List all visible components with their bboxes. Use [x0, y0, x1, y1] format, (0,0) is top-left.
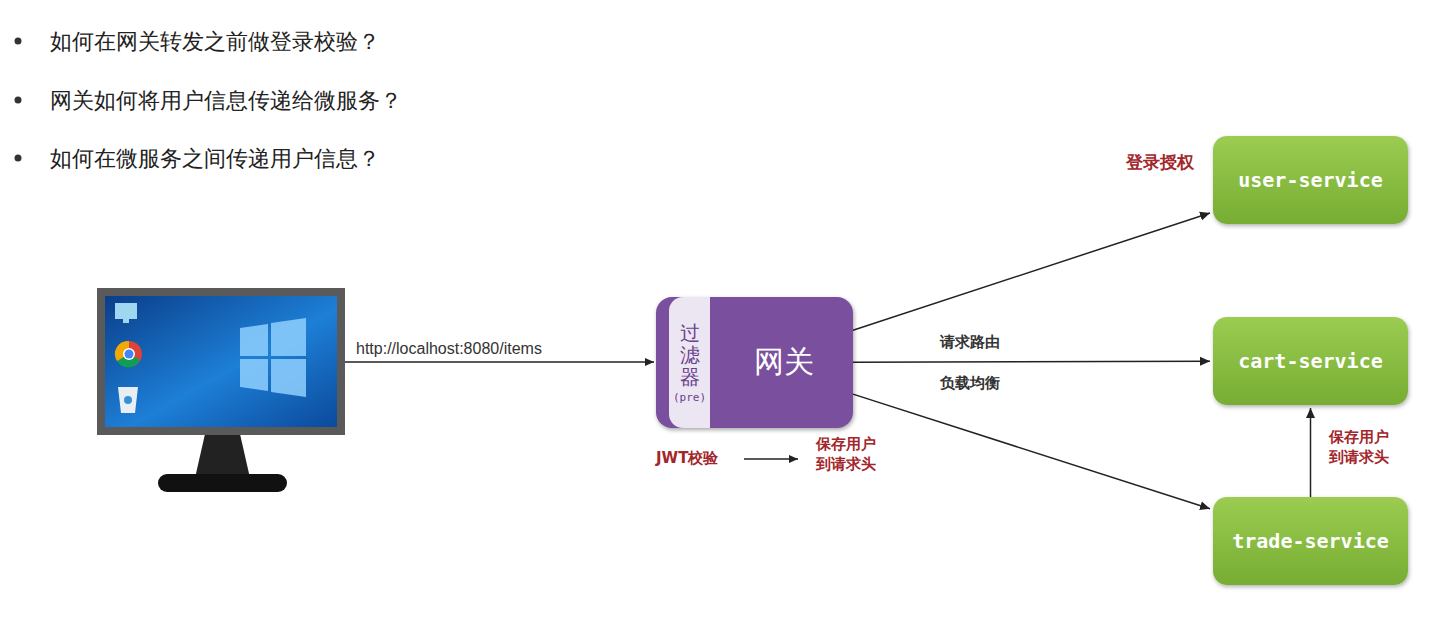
- edge-note: 负载均衡: [940, 374, 1000, 393]
- filter-strip: 过滤器 (pre): [669, 297, 710, 428]
- node-note: (pre): [673, 391, 706, 404]
- node-title: 过滤器: [680, 322, 700, 388]
- step-label: 保存用户 到请求头: [811, 435, 880, 474]
- url-label: http://localhost:8080/items: [354, 340, 544, 358]
- connector-arrow: [853, 394, 1210, 509]
- step-label: 保存用户 到请求头: [1324, 428, 1393, 467]
- connector-arrow: [1310, 408, 1312, 497]
- step-arrow: [744, 458, 798, 460]
- service-box: user-service: [1213, 136, 1408, 224]
- bullet: [15, 38, 22, 45]
- step-label: JWT校验: [656, 449, 718, 468]
- question-text: 如何在网关转发之前做登录校验？: [50, 27, 380, 57]
- question-text: 网关如何将用户信息传递给微服务？: [50, 86, 402, 116]
- service-box: cart-service: [1213, 317, 1408, 405]
- connector-arrow: [853, 361, 1210, 363]
- connector-arrow: [853, 213, 1210, 330]
- bullet: [15, 97, 22, 104]
- node-title: trade-service: [1232, 529, 1389, 553]
- service-box: trade-service: [1213, 497, 1408, 585]
- node-title: cart-service: [1238, 349, 1383, 373]
- computer-monitor: [97, 288, 345, 492]
- edge-note: 请求路由: [940, 333, 1000, 352]
- bullet: [15, 155, 22, 162]
- request-arrow: [345, 361, 654, 363]
- gateway-box: 过滤器 (pre) 网关: [656, 297, 853, 428]
- node-title: 网关: [754, 342, 814, 383]
- note-label: 登录授权: [1126, 151, 1194, 174]
- question-text: 如何在微服务之间传递用户信息？: [50, 144, 380, 174]
- node-title: user-service: [1238, 168, 1383, 192]
